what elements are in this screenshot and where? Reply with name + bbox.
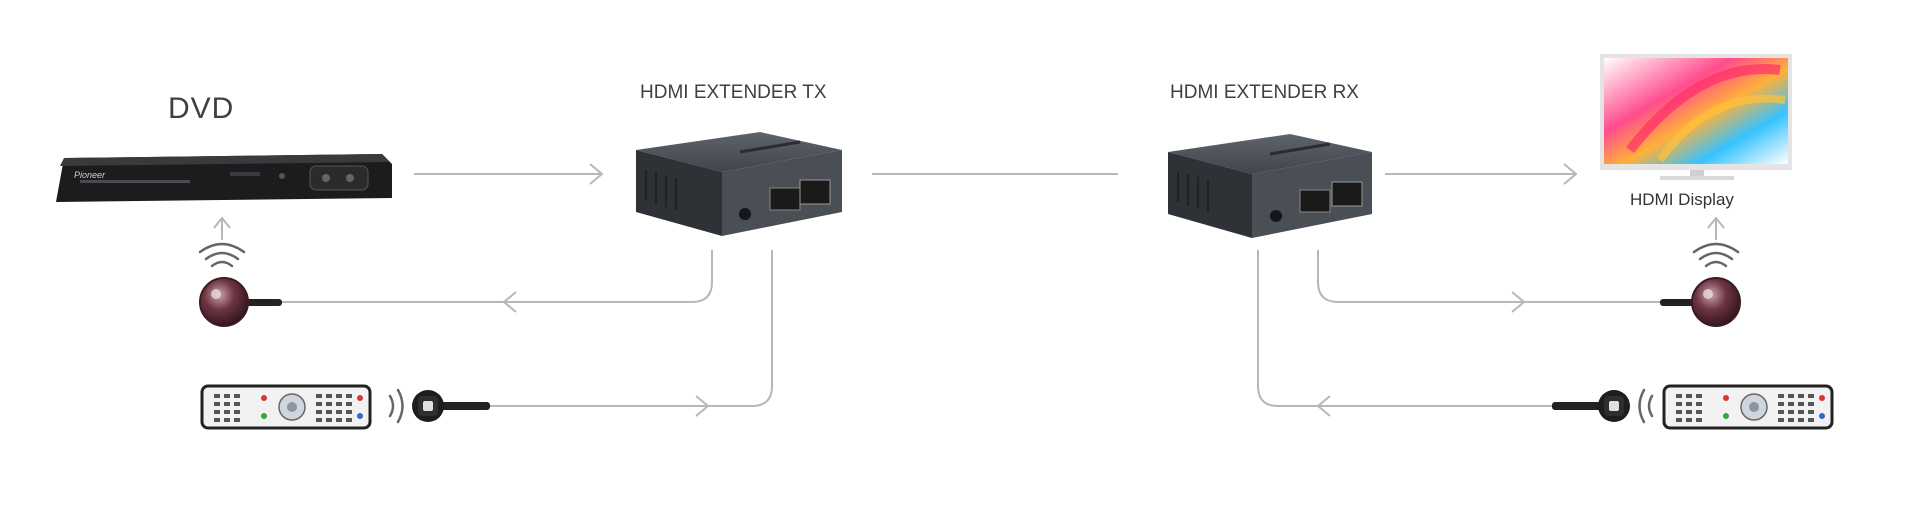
hdmi-extender-tx-label: HDMI EXTENDER TX	[640, 82, 827, 103]
hdmi-display-label: HDMI Display	[1630, 190, 1734, 209]
wireless-signal-icon	[1638, 388, 1654, 424]
arrow-icon	[1316, 395, 1331, 417]
remote-control-icon	[1662, 384, 1834, 430]
ir-emitter-icon	[1552, 390, 1630, 422]
remote-control-icon	[200, 384, 372, 430]
arrow-icon	[502, 291, 517, 313]
ir-emitter-icon	[412, 390, 490, 422]
dvd-label: DVD	[168, 92, 235, 125]
wireless-signal-icon	[198, 242, 246, 268]
hdmi-extender-rx-label: HDMI EXTENDER RX	[1170, 82, 1359, 103]
rx-ir-in-line	[1257, 250, 1554, 407]
arrow-icon	[589, 163, 604, 185]
arrow-icon	[1707, 216, 1725, 229]
hdmi-extender-rx-icon	[1168, 134, 1372, 238]
arrow-icon	[695, 395, 710, 417]
tx-ir-out-line	[278, 250, 713, 303]
wireless-signal-icon	[1692, 242, 1740, 268]
ir-receiver-eye-icon	[1660, 277, 1741, 327]
hdmi-display-icon	[1600, 54, 1792, 180]
rx-ir-out-line	[1317, 250, 1664, 303]
arrow-icon	[1563, 163, 1578, 185]
tx-ir-in-line	[488, 250, 773, 407]
arrow-icon	[213, 216, 231, 229]
hdmi-extender-tx-icon	[636, 132, 842, 236]
arrow-icon	[1511, 291, 1526, 313]
connection-lines	[213, 163, 1725, 417]
wireless-signal-icon	[388, 388, 404, 424]
dvd-player-icon	[56, 154, 392, 202]
ir-receiver-eye-icon	[199, 277, 282, 327]
dvd-brand-logo: Pioneer	[74, 170, 106, 180]
